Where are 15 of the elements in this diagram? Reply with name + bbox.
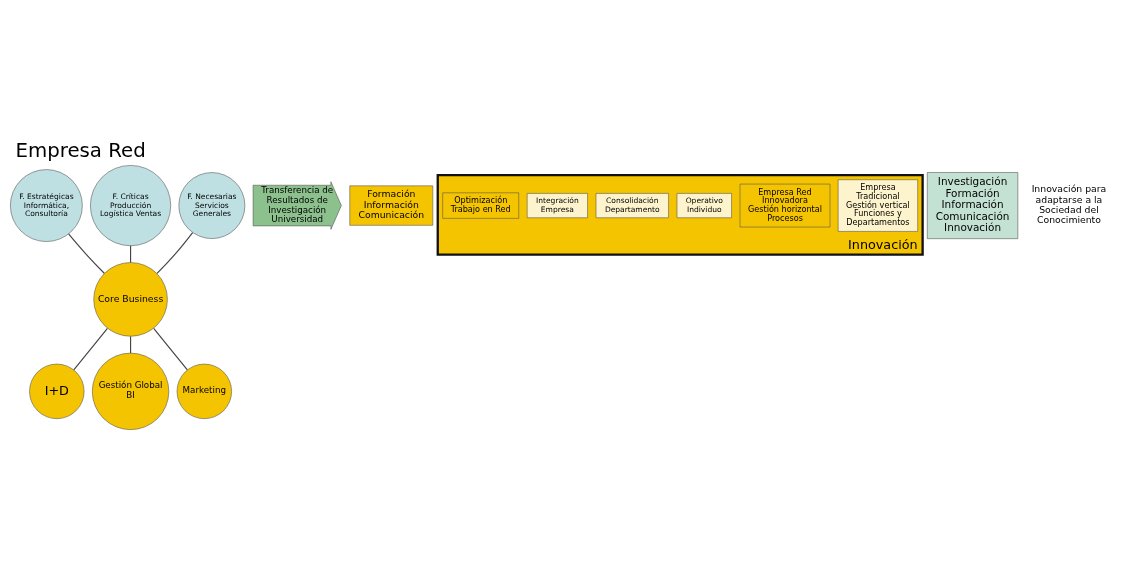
connector [73, 327, 108, 371]
connector [68, 233, 105, 274]
label: Innovación para adaptarse a la Sociedad del Conocimiento [1031, 183, 1107, 226]
node-box: Investigación Formación Información Comunicación Innovación [927, 172, 1019, 239]
node-circle: Marketing [176, 363, 232, 419]
node-box: Formación Información Comunicación [349, 185, 434, 226]
connector [153, 327, 188, 371]
connector [156, 232, 194, 274]
node-circle: I+D [29, 363, 85, 419]
node-box: Empresa Tradicional Gestión vertical Funciones y Departamentos [837, 179, 918, 232]
node-circle: Gestión Global BI [92, 352, 170, 430]
node-box: Optimización Trabajo en Red [442, 192, 520, 219]
diagram-title: Empresa Red [15, 139, 146, 163]
node-box: Empresa Red Innovadora Gestión horizontal Procesos [739, 183, 831, 228]
node-circle: Core Business [93, 262, 168, 337]
